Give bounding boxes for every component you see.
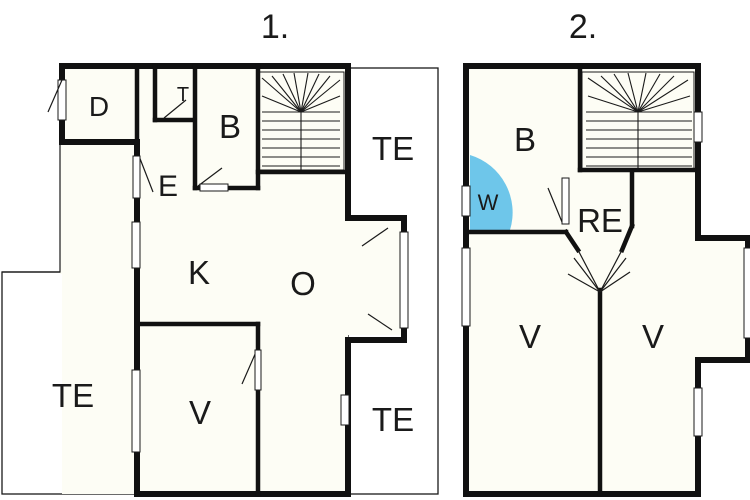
window-k bbox=[131, 221, 141, 269]
floor-2-doors bbox=[547, 187, 631, 293]
room-label-te-top-right: TE bbox=[372, 130, 414, 167]
room-label-v-left: V bbox=[519, 318, 541, 355]
room-label-b: B bbox=[219, 108, 241, 145]
room-label-e: E bbox=[158, 170, 178, 203]
window-v-right-lower bbox=[693, 387, 703, 437]
window-stair bbox=[693, 111, 703, 143]
floor-2-bay bbox=[698, 238, 748, 360]
window-b bbox=[461, 185, 471, 217]
floor-1-exterior-walls bbox=[59, 63, 407, 497]
staircase-floor-2 bbox=[581, 71, 695, 171]
floor-2: 2. B W RE V V bbox=[461, 8, 750, 497]
window-te bbox=[340, 394, 350, 426]
floor-2-interior-walls bbox=[467, 63, 697, 497]
staircase-floor-1 bbox=[257, 71, 345, 171]
room-label-te-bottom-right: TE bbox=[372, 401, 414, 438]
room-label-t: T bbox=[177, 84, 189, 106]
room-label-te-left: TE bbox=[52, 377, 94, 414]
window-re bbox=[561, 177, 570, 225]
room-label-b-upper: B bbox=[514, 121, 536, 158]
window-v bbox=[131, 369, 141, 453]
room-label-v-right: V bbox=[642, 318, 664, 355]
window-v-left bbox=[461, 247, 471, 327]
floor-1-bay bbox=[348, 215, 406, 335]
floor-1-title: 1. bbox=[261, 8, 289, 46]
terrace-left-outline bbox=[2, 138, 61, 273]
floor-2-title: 2. bbox=[569, 8, 597, 46]
room-label-v: V bbox=[189, 394, 211, 431]
room-label-o: O bbox=[290, 265, 316, 302]
floor-1-doors bbox=[47, 79, 393, 391]
room-label-re: RE bbox=[577, 202, 623, 239]
room-label-d: D bbox=[89, 91, 109, 122]
room-label-w: W bbox=[478, 190, 499, 215]
floor-1: 1. D T B TE E K O TE V TE bbox=[1, 8, 439, 497]
window-v-right bbox=[743, 247, 750, 339]
wc-highlight bbox=[470, 155, 513, 230]
window-o bbox=[399, 231, 409, 329]
room-label-k: K bbox=[188, 254, 210, 291]
